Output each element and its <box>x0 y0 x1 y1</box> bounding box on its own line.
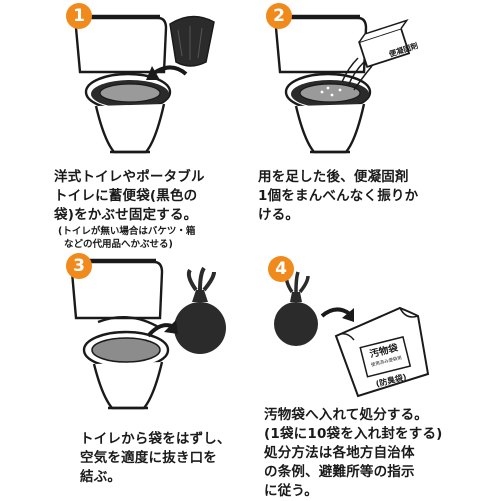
step-2-panel: 便凝固剤 2 用を足した後、便凝固剤 1個をまんべんなく振りか ける。 <box>250 0 500 250</box>
step-4-badge: 4 <box>268 256 294 282</box>
step-3-badge: 3 <box>66 253 92 279</box>
step-4-panel: 汚物袋 使用済み便袋用 (防臭袋) 4 汚物袋へ入れて処分する。 (1袋に10袋… <box>250 250 500 500</box>
step-1-text: 洋式トイレやポータブル トイレに蓄便袋(黒色の 袋)をかぶせ固定する。 (トイレ… <box>54 169 205 250</box>
disposal-bag-illustration: 汚物袋 使用済み便袋用 (防臭袋) <box>274 271 430 398</box>
remove-bag-illustration <box>70 258 226 410</box>
step-1-note: (トイレが無い場合はバケツ・箱 <box>58 226 196 237</box>
step-3-text: トイレから袋をはずし、 空気を適度に抜き口を 結ぶ。 <box>80 431 231 485</box>
toilet-with-bag-illustration <box>74 14 215 154</box>
step-1-badge: 1 <box>66 3 92 29</box>
step-4-text: 汚物袋へ入れて処分する。 (1袋に10袋を入れ封をする) 処分方法は各地方自治体… <box>264 407 443 499</box>
step-2-text: 用を足した後、便凝固剤 1個をまんべんなく振りか ける。 <box>258 169 419 223</box>
solidifier-illustration: 便凝固剤 <box>274 14 420 154</box>
step-2-badge: 2 <box>266 3 292 29</box>
step-1-panel: 1 洋式トイレやポータブル トイレに蓄便袋(黒色の 袋)をかぶせ固定する。 (ト… <box>0 0 250 250</box>
step-3-panel: 3 トイレから袋をはずし、 空気を適度に抜き口を 結ぶ。 <box>0 250 250 500</box>
